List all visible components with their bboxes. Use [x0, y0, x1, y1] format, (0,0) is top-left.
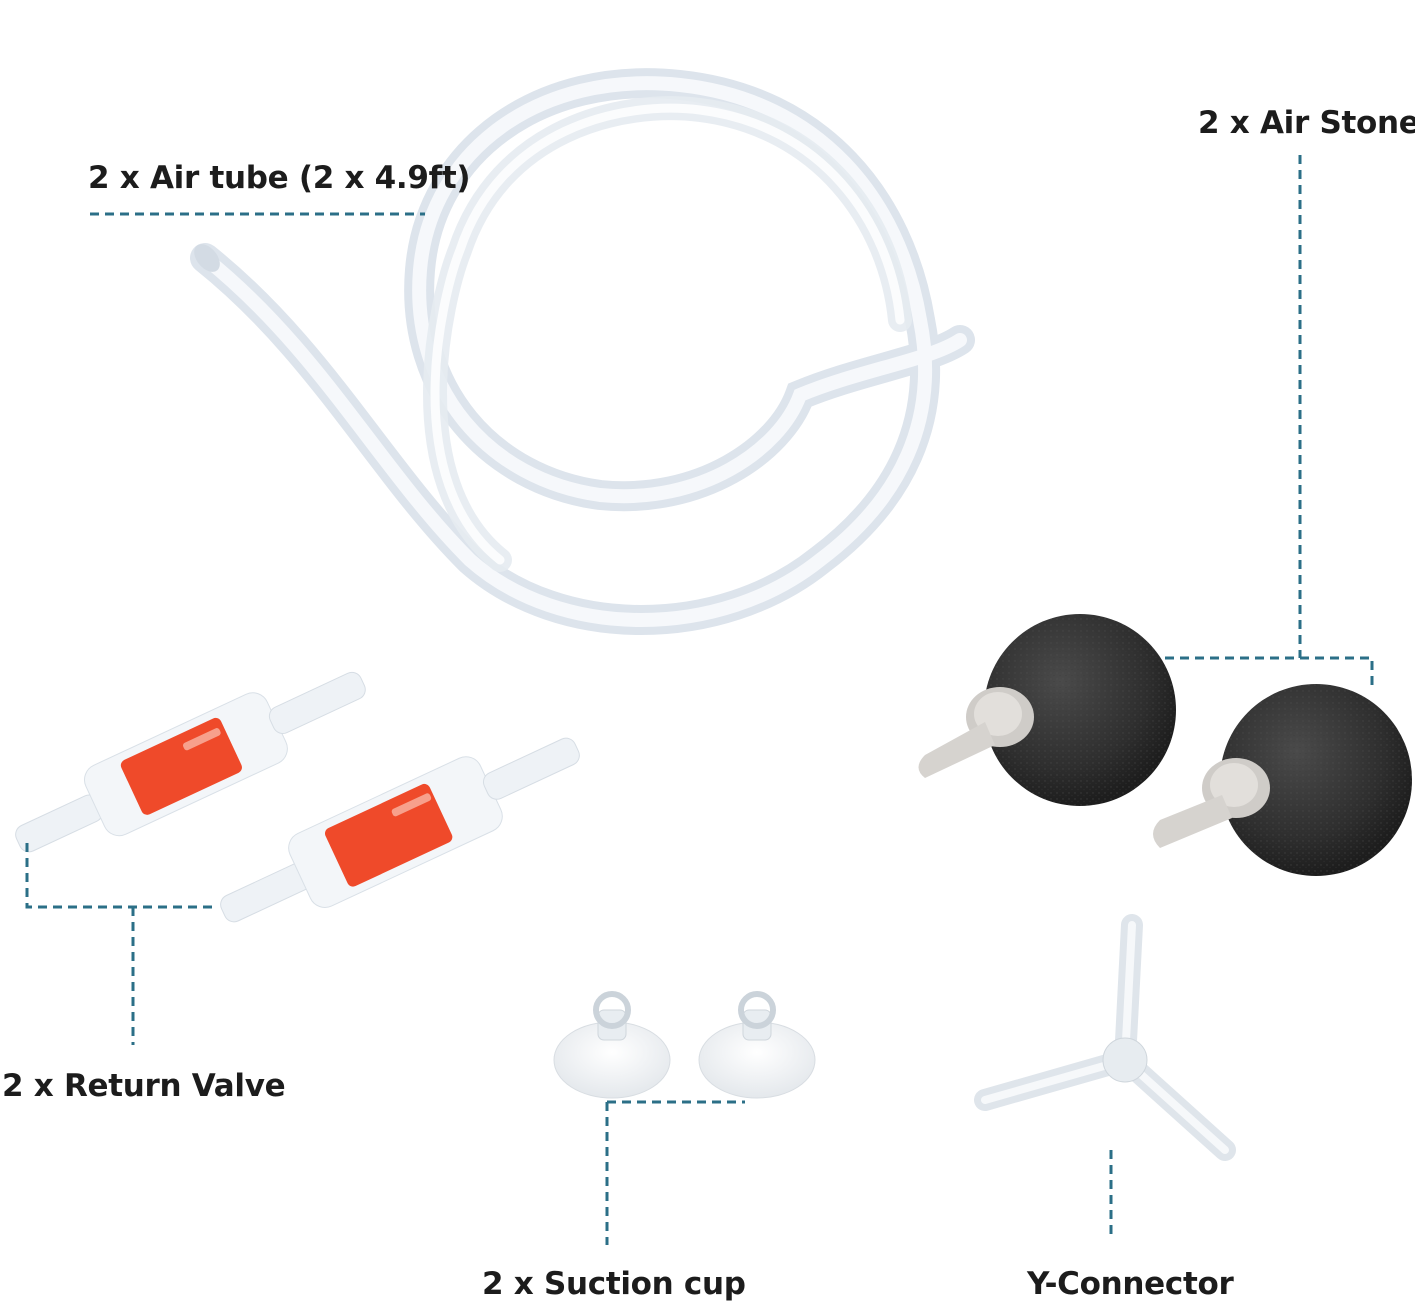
return-valve-1	[15, 671, 366, 853]
return-valve-label: 2 x Return Valve	[2, 1068, 286, 1104]
air-stone-1	[918, 614, 1176, 806]
y-connector	[974, 914, 1236, 1161]
air-stone-2	[1153, 684, 1412, 876]
suction-cup-label: 2 x Suction cup	[482, 1266, 746, 1302]
air-stone-label: 2 x Air Stone	[1198, 105, 1415, 141]
air-tube-label: 2 x Air tube (2 x 4.9ft)	[88, 160, 471, 196]
return-valve-leader	[25, 843, 212, 1045]
y-connector-label: Y-Connector	[1027, 1266, 1234, 1302]
suction-cup-2	[698, 991, 816, 1099]
return-valve-2	[220, 737, 580, 923]
air-stone-leader	[1165, 155, 1374, 690]
air-tube	[190, 68, 975, 635]
leader-lines	[25, 155, 1374, 1245]
suction-cup-leader	[605, 1100, 745, 1245]
suction-cup-1	[553, 991, 671, 1099]
